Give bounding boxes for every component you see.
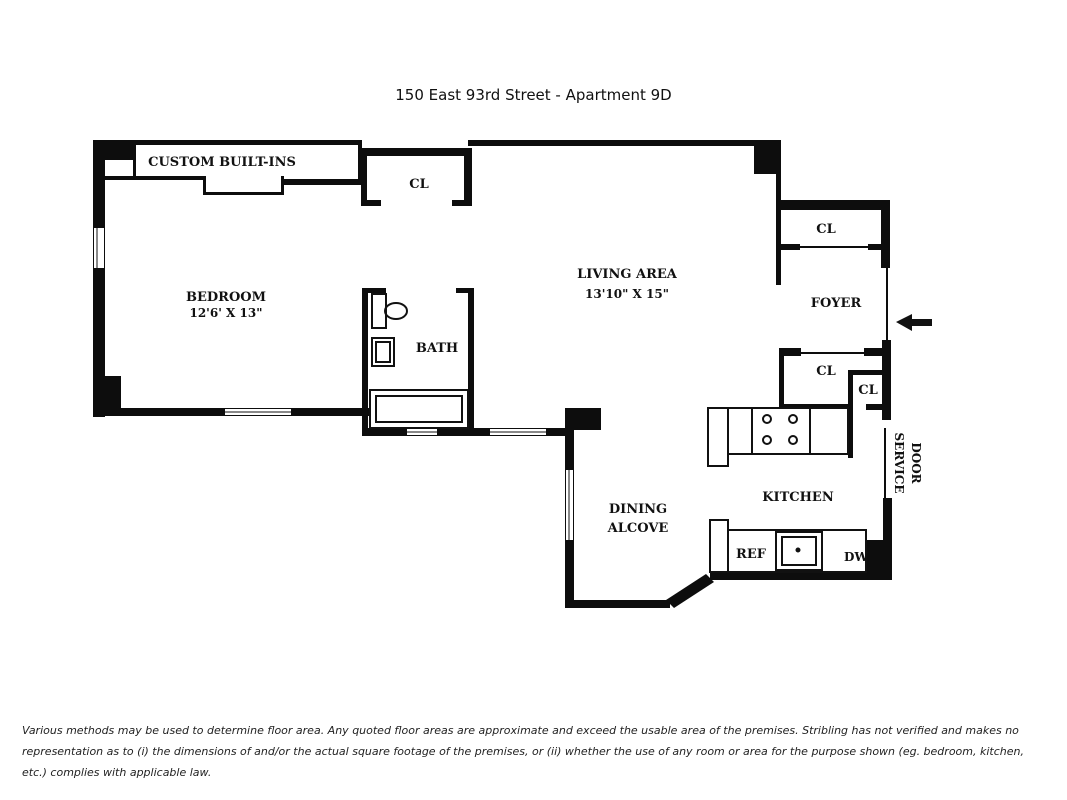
closet-top-north <box>358 148 468 156</box>
label-alcove: ALCOVE <box>607 521 669 536</box>
bath-south-wall <box>362 428 572 436</box>
closet-top-west <box>361 148 367 206</box>
counter-lower <box>727 529 867 573</box>
foyer-east-wall-lower <box>882 340 891 420</box>
label-closet-top: CL <box>409 177 429 192</box>
label-foyer: FOYER <box>811 296 862 311</box>
builtins-notch-bottom <box>203 192 283 195</box>
entry-door-line <box>886 268 888 342</box>
closet-mid-south <box>779 404 851 409</box>
label-closet-foyer: CL <box>816 222 836 237</box>
label-living-area: LIVING AREA <box>577 267 678 282</box>
label-bedroom: BEDROOM <box>186 290 266 305</box>
kitchen-sink-drain <box>795 547 801 553</box>
label-service-door: DOOR <box>909 442 923 484</box>
dining-nw-pier <box>565 408 601 430</box>
dining-angle-wall <box>666 574 714 608</box>
living-north-wall <box>468 140 780 146</box>
bedroom-nw-pier <box>93 140 133 160</box>
kitchen-sink <box>775 531 823 571</box>
bath-fixtures <box>369 293 469 429</box>
burner-2 <box>788 414 798 424</box>
kitchen-fixtures <box>707 407 867 573</box>
walls <box>93 140 892 608</box>
closet-small-west <box>848 370 853 458</box>
living-ne-pier <box>754 140 780 174</box>
closet-top-door-r <box>452 200 472 206</box>
bedroom-west-wall <box>93 140 105 417</box>
label-closet-mid: CL <box>816 364 836 379</box>
closet-small-door <box>866 404 886 410</box>
windows <box>94 228 573 540</box>
label-kitchen: KITCHEN <box>762 490 834 505</box>
burner-3 <box>762 435 772 445</box>
label-closet-small: CL <box>858 383 878 398</box>
label-service: SERVICE <box>892 433 906 494</box>
label-ref: REF <box>736 547 767 562</box>
builtins-top <box>133 140 361 144</box>
label-living-dims: 13'10" X 15" <box>585 287 669 301</box>
label-dw: DW <box>844 550 868 564</box>
closet-foyer-line <box>779 246 879 248</box>
label-custom-builtins: CUSTOM BUILT-INS <box>148 155 296 170</box>
service-door-line <box>884 428 886 498</box>
burner-1 <box>762 414 772 424</box>
stove <box>751 407 811 455</box>
sink-basin <box>375 341 391 363</box>
closet-mid-west <box>779 348 784 406</box>
builtins-bottom-right <box>281 179 361 185</box>
closet-mid-door-l <box>779 348 801 356</box>
toilet-bowl <box>384 302 408 320</box>
closet-top-door-l <box>361 200 381 206</box>
bath-east-wall <box>468 288 474 436</box>
bath-north-r <box>456 288 474 293</box>
bathtub-inner <box>375 395 463 423</box>
builtins-bottom-left <box>105 176 205 180</box>
bedroom-west-window <box>94 228 104 268</box>
kitchen-south-wall <box>710 572 892 580</box>
closet-mid-line <box>800 352 870 354</box>
sink <box>371 337 395 367</box>
closet-foyer-north <box>778 200 890 210</box>
toilet-tank <box>371 293 387 329</box>
label-bedroom-dims: 12'6' X 13" <box>189 306 262 320</box>
counter-upper-end <box>707 407 729 467</box>
foyer-east-wall-upper <box>881 200 890 268</box>
counter-lower-end <box>709 519 729 573</box>
bath-north-l <box>362 288 386 293</box>
bedroom-corner-pier <box>93 376 121 416</box>
closet-mid-door-r <box>864 348 890 356</box>
closet-top-east <box>464 148 472 206</box>
living-east-wall-upper <box>776 140 781 285</box>
builtins-right <box>358 140 362 185</box>
bath-west-wall <box>362 288 368 436</box>
burner-4 <box>788 435 798 445</box>
bathtub <box>369 389 469 429</box>
builtins-notch-left <box>203 176 206 195</box>
kitchen-east-wall <box>883 498 892 580</box>
builtins-left <box>133 140 136 178</box>
label-dining: DINING <box>609 502 667 517</box>
page-title: 150 East 93rd Street - Apartment 9D <box>395 86 672 104</box>
closet-small-north <box>848 370 882 375</box>
builtins-notch-right <box>281 176 284 195</box>
kitchen-sink-basin <box>781 536 817 566</box>
label-bath: BATH <box>416 341 458 356</box>
entry-arrow-icon <box>896 314 932 331</box>
dining-south-wall <box>565 600 670 608</box>
disclaimer-text: Various methods may be used to determine… <box>22 724 1024 779</box>
